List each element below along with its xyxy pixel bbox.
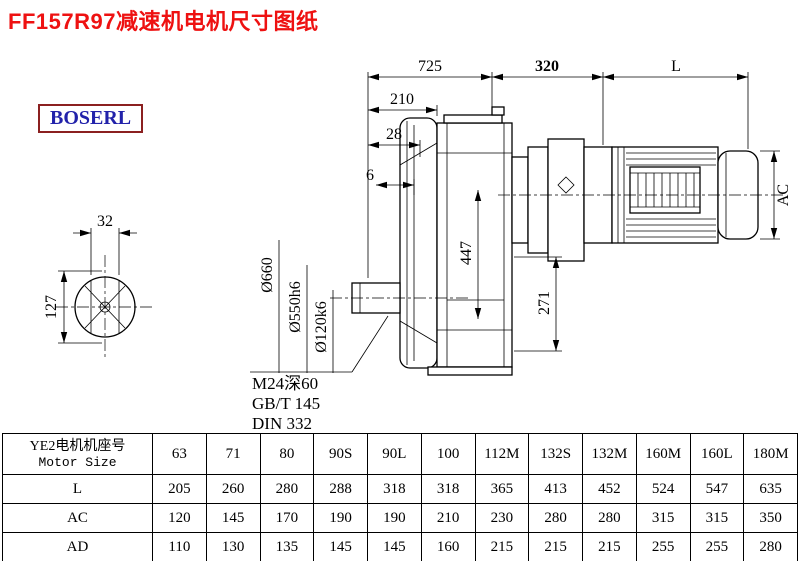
cell: 110: [152, 532, 207, 561]
motor-size-table: YE2电机机座号 Motor Size 63 71 80 90S 90L 100…: [2, 433, 798, 561]
cell: 170: [259, 503, 315, 533]
cell: 145: [205, 503, 261, 533]
terminal-box: [629, 166, 701, 214]
cell: 120: [152, 503, 207, 533]
page-title: FF157R97减速机电机尺寸图纸: [8, 9, 319, 34]
cell: 413: [528, 474, 583, 504]
table-row-L: L 205 260 280 288 318 318 365 413 452 52…: [2, 474, 798, 504]
bell-housing: [511, 138, 613, 262]
cell: 547: [689, 474, 745, 504]
table-row-AD: AD 110 130 135 145 145 160 215 215 215 2…: [2, 532, 798, 561]
cell: 365: [474, 474, 530, 504]
cell: 280: [259, 474, 315, 504]
note-gb: GB/T 145: [252, 394, 320, 413]
table-row-AC: AC 120 145 170 190 190 210 230 280 280 3…: [2, 503, 798, 533]
dim-L-label: L: [671, 58, 681, 75]
shaft-end-view: 32 127: [43, 213, 137, 344]
row-label: AC: [2, 503, 153, 533]
motor-size-header: YE2电机机座号 Motor Size: [2, 433, 153, 475]
col-header: 160L: [689, 433, 745, 475]
cell: 350: [743, 503, 798, 533]
dim-AC-label: AC: [775, 184, 792, 206]
dimension-drawing: 32 127: [43, 58, 792, 433]
cell: 318: [420, 474, 476, 504]
cell: 255: [689, 532, 745, 561]
cell: 230: [474, 503, 530, 533]
cell: 190: [313, 503, 368, 533]
cell: 145: [313, 532, 368, 561]
dim-725-label: 725: [418, 58, 442, 75]
cell: 215: [474, 532, 530, 561]
note-din: DIN 332: [252, 414, 312, 433]
cell: 288: [313, 474, 368, 504]
col-header: 112M: [474, 433, 530, 475]
cell: 280: [528, 503, 583, 533]
col-header: 90S: [313, 433, 368, 475]
cell: 280: [582, 503, 637, 533]
cell: 205: [152, 474, 207, 504]
dia-660-label: Ø660: [259, 257, 276, 293]
row-label: AD: [2, 532, 153, 561]
cell: 130: [205, 532, 261, 561]
cell: 190: [367, 503, 422, 533]
dim-210-label: 210: [390, 91, 414, 108]
cell: 215: [582, 532, 637, 561]
col-header: 180M: [743, 433, 798, 475]
dia-120-label: Ø120k6: [313, 301, 330, 353]
cell: 524: [635, 474, 691, 504]
brand-logo: BOSERL: [38, 104, 144, 133]
cell: 255: [635, 532, 691, 561]
table-header-row: YE2电机机座号 Motor Size 63 71 80 90S 90L 100…: [2, 433, 798, 475]
col-header: 132M: [582, 433, 637, 475]
dim-127-label: 127: [43, 295, 60, 319]
col-header: 100: [420, 433, 476, 475]
cell: 452: [582, 474, 637, 504]
cell: 315: [689, 503, 745, 533]
dim-447-label: 447: [458, 241, 475, 265]
diameter-labels: Ø660 Ø550h6 Ø120k6: [259, 240, 334, 373]
note-thread: M24深60: [252, 374, 318, 393]
cell: 635: [743, 474, 798, 504]
dim-32-label: 32: [97, 213, 113, 230]
col-header: 90L: [367, 433, 422, 475]
cell: 280: [743, 532, 798, 561]
col-header: 63: [152, 433, 207, 475]
dim-271-label: 271: [536, 291, 553, 315]
cell: 318: [367, 474, 422, 504]
dim-28-label: 28: [386, 126, 402, 143]
motor-size-header-cn: YE2电机机座号: [29, 438, 126, 454]
col-header: 71: [205, 433, 261, 475]
col-header: 80: [259, 433, 315, 475]
cell: 260: [205, 474, 261, 504]
cell: 210: [420, 503, 476, 533]
dim-320-label: 320: [535, 58, 559, 75]
cell: 215: [528, 532, 583, 561]
col-header: 160M: [635, 433, 691, 475]
col-header: 132S: [528, 433, 583, 475]
motor-size-header-en: Motor Size: [38, 454, 117, 470]
thread-notes: M24深60 GB/T 145 DIN 332: [250, 315, 389, 433]
dia-550-label: Ø550h6: [287, 281, 304, 333]
gearbox-front-view: [351, 106, 513, 376]
cell: 160: [420, 532, 476, 561]
dim-6-label: 6: [366, 167, 374, 184]
cell: 315: [635, 503, 691, 533]
cell: 135: [259, 532, 315, 561]
cell: 145: [367, 532, 422, 561]
dimension-annotations: 725 320 L 210 28 6 447 27: [366, 58, 792, 352]
centerlines: [56, 194, 784, 359]
row-label: L: [2, 474, 153, 504]
